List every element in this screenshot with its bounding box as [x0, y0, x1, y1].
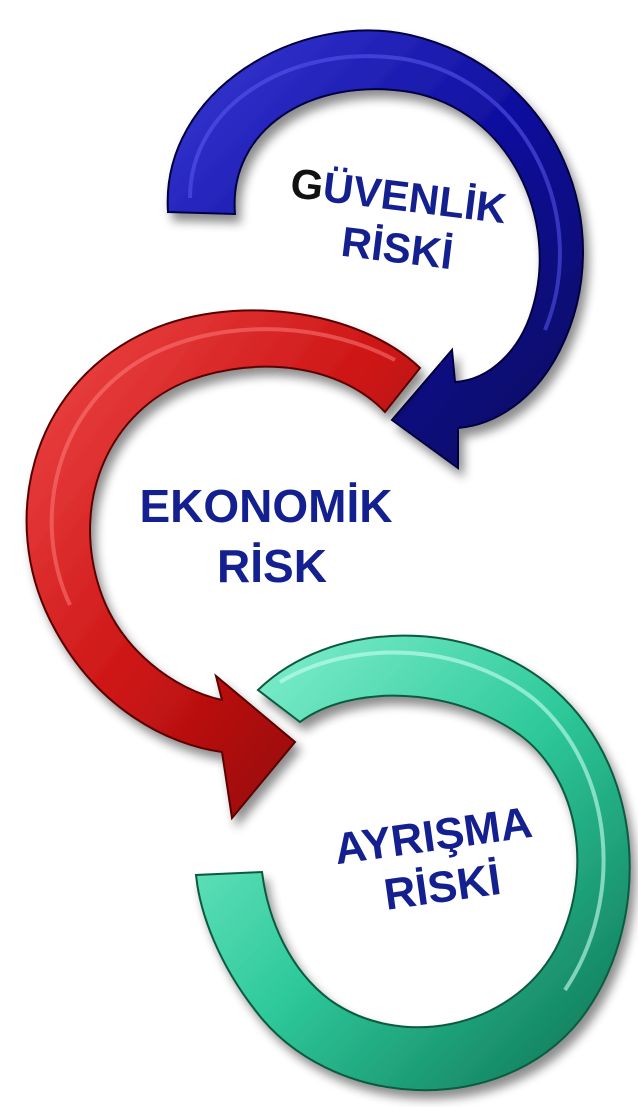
guvenlik-label: GÜVENLİK RİSKİ: [288, 159, 509, 278]
guvenlik-line2: RİSKİ: [339, 218, 456, 278]
green-cycle-arrow: [194, 634, 631, 1092]
ekonomik-line1: EKONOMİK: [140, 480, 393, 532]
ekonomik-line2: RİSK: [217, 540, 327, 592]
guvenlik-first-letter: G: [288, 159, 326, 210]
ayrisma-line1: AYRIŞMA: [331, 798, 535, 874]
red-cycle-arrow: [25, 309, 422, 821]
svg-text:GÜVENLİK: GÜVENLİK: [288, 159, 509, 232]
ekonomik-label: EKONOMİK RİSK: [140, 480, 393, 592]
blue-cycle-arrow: [166, 29, 584, 470]
ayrisma-label: AYRIŞMA RİSKİ: [331, 798, 535, 920]
